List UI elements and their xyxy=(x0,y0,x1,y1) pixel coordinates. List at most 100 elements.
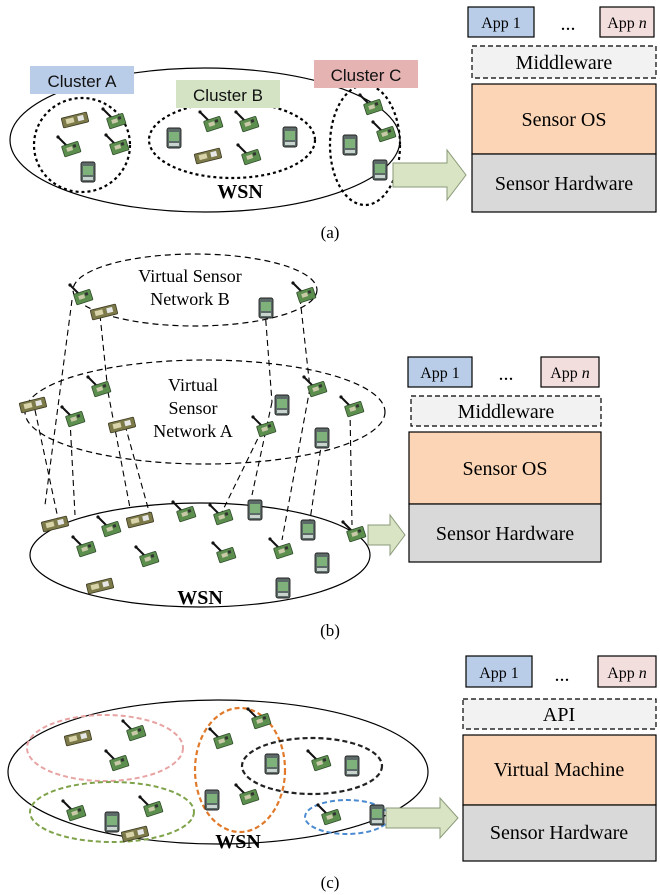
vsn-b-boundary xyxy=(72,253,318,327)
sensor-node-mote xyxy=(233,109,261,133)
sensor-node-mote xyxy=(207,502,235,526)
app-n-text: App n xyxy=(607,15,647,32)
sensor-node-mote xyxy=(340,519,368,543)
group-black-ring xyxy=(240,736,384,796)
sensor-node-mote xyxy=(235,142,263,166)
sensor-os-label: Sensor OS xyxy=(462,458,547,480)
sensor-node-box xyxy=(258,297,274,319)
wsn-label: WSN xyxy=(177,587,223,609)
group-pink-ring xyxy=(26,714,184,782)
api-label: API xyxy=(543,704,575,726)
sensor-node-mote xyxy=(233,782,261,806)
sensor-node-mote xyxy=(197,109,225,133)
vsn-a-label-line3: Network A xyxy=(153,421,233,441)
virtual-machine-label: Virtual Machine xyxy=(494,759,625,781)
sensor-node-board xyxy=(63,729,93,747)
app-1-box xyxy=(467,6,535,38)
sensor-hardware-label: Sensor Hardware xyxy=(490,822,628,844)
wsn-boundary xyxy=(7,699,429,845)
sensor-node-mote xyxy=(133,544,161,568)
sensor-hardware-box xyxy=(462,804,657,862)
sensor-node-box xyxy=(314,552,330,574)
cluster-a-label: Cluster A xyxy=(48,72,118,91)
sensor-node-board xyxy=(193,147,223,165)
cluster-c-label: Cluster C xyxy=(331,66,402,85)
wsn-boundary xyxy=(29,502,371,608)
sensor-node-board xyxy=(85,577,115,595)
cluster-b-label: Cluster B xyxy=(193,86,263,105)
middleware-box xyxy=(410,395,602,427)
sensor-node-board xyxy=(18,396,48,414)
app-1-label: App 1 xyxy=(479,665,519,682)
caption-b: (b) xyxy=(320,621,340,640)
sensor-node-box xyxy=(314,427,330,449)
sensor-node-mote xyxy=(85,374,113,398)
sensor-node-mote xyxy=(70,534,98,558)
arrow-to-stack xyxy=(392,148,467,202)
sensor-node-mote xyxy=(370,119,398,143)
sensor-node-mote xyxy=(305,748,333,772)
sensor-node-mote xyxy=(60,798,88,822)
sensor-node-box xyxy=(166,127,182,149)
sensor-node-box xyxy=(344,755,360,777)
sensor-os-label: Sensor OS xyxy=(521,109,606,131)
vsn-a-label-line2: Sensor xyxy=(169,398,218,418)
app-n-box xyxy=(599,6,655,38)
sensor-node-mote xyxy=(120,718,148,742)
cluster-c-label-bg xyxy=(314,60,418,88)
sensor-node-box xyxy=(275,577,291,599)
caption-c: (c) xyxy=(321,873,340,892)
sensor-node-box xyxy=(300,519,316,541)
sensor-node-board xyxy=(40,515,70,533)
arrow-to-stack xyxy=(385,796,459,840)
middleware-box xyxy=(471,45,657,79)
vsn-a-label-line1: Virtual xyxy=(168,375,218,395)
sensor-hardware-box xyxy=(408,503,602,563)
sensor-node-mote xyxy=(338,394,366,418)
panel-a: Cluster A Cluster B Cluster C WSN App 1 … xyxy=(9,6,657,242)
virtual-machine-box xyxy=(462,734,657,806)
sensor-node-box xyxy=(342,134,358,156)
sensor-hardware-label: Sensor Hardware xyxy=(495,173,633,195)
sensor-node-mote xyxy=(267,536,295,560)
sensor-node-box xyxy=(369,804,385,826)
sensor-node-mote xyxy=(250,414,278,438)
sensor-node-board xyxy=(89,303,119,321)
app-1-box xyxy=(465,655,533,688)
wsn-label: WSN xyxy=(215,831,261,853)
sensor-node-board xyxy=(125,511,155,529)
sensor-node-mote xyxy=(103,132,131,156)
sensor-node-box xyxy=(372,159,388,181)
wsn-boundary xyxy=(9,67,401,213)
app-n-label: App n xyxy=(550,365,590,382)
app-1-label: App 1 xyxy=(420,365,460,382)
arrow-to-stack xyxy=(367,513,406,557)
app-ellipsis: ... xyxy=(561,13,576,35)
sensor-node-box xyxy=(247,499,263,521)
api-box xyxy=(462,698,657,730)
sensor-node-mote xyxy=(315,802,343,826)
sensor-node-mote xyxy=(103,748,131,772)
cluster-c-ring xyxy=(328,83,402,207)
caption-a: (a) xyxy=(321,223,340,242)
sensor-node-box xyxy=(282,126,298,148)
app-n-box xyxy=(540,356,600,388)
sensor-node-box xyxy=(274,394,290,416)
sensor-node-mote xyxy=(245,706,273,730)
sensor-node-mote xyxy=(301,374,329,398)
sensor-node-mote xyxy=(357,92,385,116)
sensor-node-mote xyxy=(137,794,165,818)
app-ellipsis: ... xyxy=(555,664,570,686)
app-1-box xyxy=(407,356,473,388)
cluster-a-ring xyxy=(32,96,132,194)
sensor-node-box xyxy=(104,811,120,833)
app-ellipsis: ... xyxy=(499,363,514,385)
sensor-node-box xyxy=(264,753,280,775)
vsn-b-label-line2: Network B xyxy=(150,289,230,309)
cluster-b-label-bg xyxy=(176,80,280,108)
panel-c: WSN App 1 ... App n API Virtual Machine … xyxy=(7,655,657,892)
group-orange-ring xyxy=(193,706,287,834)
app-n-label: App n xyxy=(607,15,647,32)
middleware-label: Middleware xyxy=(458,401,555,423)
